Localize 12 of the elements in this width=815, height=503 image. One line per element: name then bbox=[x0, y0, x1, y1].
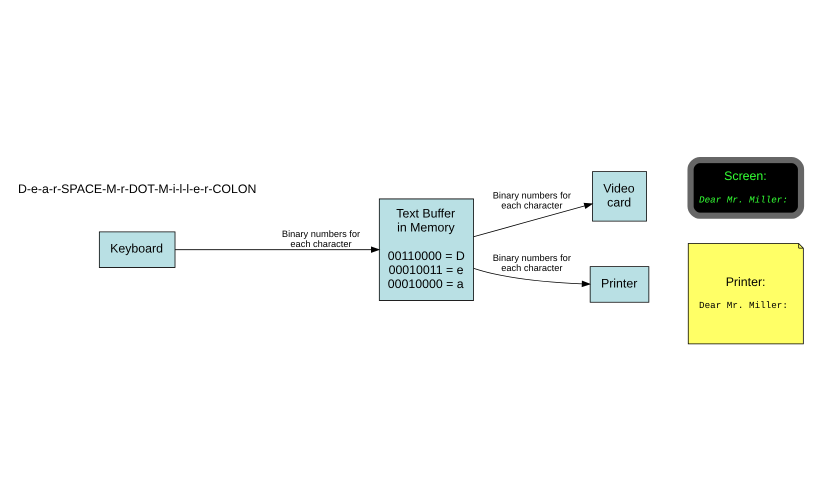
edge-label: Binary numbers for each character bbox=[492, 190, 571, 210]
label: D-e-a-r-SPACE-M-r-DOT-M-i-l-l-e-r-COLON bbox=[18, 182, 256, 196]
edge-label: Binary numbers for each character bbox=[282, 228, 360, 249]
node-box: Text Buffer in Memory 00110000 = D 00010011 = e 00010000 = a bbox=[378, 198, 474, 300]
node-box: Keyboard bbox=[98, 231, 176, 268]
edge-label: Binary numbers for each character bbox=[492, 252, 571, 272]
node-box: Printer bbox=[590, 266, 650, 302]
node-box: Screen: Dear Mr. Miller: bbox=[687, 156, 804, 218]
node-box: Video card bbox=[592, 170, 647, 221]
arrow bbox=[174, 246, 380, 252]
arrow bbox=[473, 267, 592, 287]
arrow bbox=[473, 202, 594, 237]
